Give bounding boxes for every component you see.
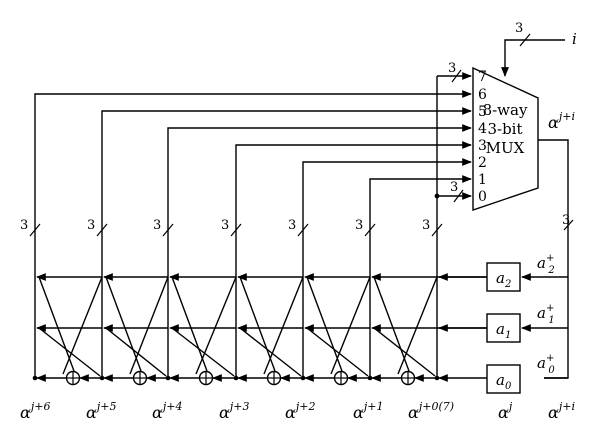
mux-label-line1: 8-way [483,101,528,119]
mux-shape [472,66,539,211]
register-a0-label: a0 [496,371,512,392]
bus-width-slash [230,223,242,237]
bus-line-5 [369,175,472,378]
bus-width-label: 3 [20,218,28,233]
mux-input-labels: 7 6 5 4 3 2 1 0 [478,69,487,205]
diag-wire [373,276,410,372]
diag-wire [171,276,208,372]
bottom-label: αj+i [548,400,575,422]
bus-width-label: 3 [355,218,363,233]
diag-wire [397,276,438,375]
mux-input-0: 0 [478,189,487,205]
bus-width-slash [364,223,376,237]
diag-wire [306,276,343,372]
mux-input-7: 7 [478,69,487,85]
bus-width-slash [162,223,174,237]
mux-select: 3 i [501,21,577,77]
mux-input-3: 3 [478,138,487,154]
mux-output-label: αj+i [548,110,575,132]
bottom-labels: αj+6 αj+5 αj+4 αj+3 αj+2 αj+1 αj+0(7) αj αj+i [20,400,575,422]
bus-width-label: 3 [87,218,95,233]
register-input-labels: a+2 a+1 a+0 [537,253,555,376]
bottom-label: αj+1 [353,400,383,422]
diag-wire [330,276,371,375]
a1-plus-label: a+1 [537,303,555,326]
register-a1-label: a1 [496,320,511,341]
bus-width-slash [29,223,41,237]
diag-wire [306,327,369,377]
bus-width-label: 3 [288,218,296,233]
bus-line-4 [302,158,472,378]
mux-input-2: 2 [478,155,487,171]
bottom-label: αj+4 [152,400,182,422]
bus-line-0 [34,90,472,378]
mux-block: 8-way 3-bit MUX [472,66,539,211]
select-width-label: 3 [515,21,523,36]
bus-lines: 3 3 3 3 3 3 3 [20,76,472,378]
bus-width-label: 3 [153,218,161,233]
bus-line-3 [235,141,472,378]
bottom-label: αj+6 [20,400,50,422]
mux-label-line3: MUX [486,139,525,157]
register-a2-label: a2 [496,269,511,290]
diag-wire [239,276,276,372]
mux-label-line2: 3-bit [487,120,522,138]
a0-plus-label: a+0 [537,353,555,376]
bus-width-label: 3 [221,218,229,233]
mux-input-5: 5 [478,104,487,120]
bus-line-2 [167,124,472,378]
diag-wire [239,327,302,377]
register-a0 [486,364,521,394]
bottom-label: αj+5 [86,400,116,422]
bottom-label: αj+2 [285,400,315,422]
select-label: i [572,30,577,48]
bus-width-slash [96,223,108,237]
mux-input-1: 1 [478,172,487,188]
registers: a2 a1 a0 [486,262,521,394]
bottom-label: αj+3 [219,400,249,422]
bottom-label: αj [498,400,513,422]
mux-output-width: 3 [562,213,570,228]
svg-text:3: 3 [450,180,458,195]
mux-input-0-line: 3 [434,180,472,203]
diag-wire [129,276,169,375]
diag-wire [105,327,167,377]
svg-text:3: 3 [422,218,430,233]
mux-input-6: 6 [478,87,487,103]
mux-input-4: 4 [478,121,487,137]
diag-wire [38,276,75,372]
bottom-label: αj+0(7) [408,400,454,422]
register-a2 [486,262,521,292]
diag-wire [105,276,142,372]
a2-plus-label: a+2 [537,253,555,276]
diag-wire [263,276,304,375]
diag-wire [171,327,235,377]
register-input-lines [521,273,568,379]
diag-wire [195,276,237,375]
mux-input-7-line: 3 [437,61,472,83]
diag-wire [62,276,103,375]
bus-line-1 [101,107,472,378]
register-a1 [486,313,521,343]
diag-wire [373,327,436,377]
cross-wiring [32,273,487,386]
bus-width-slash [297,223,309,237]
diag-wire [38,327,101,377]
svg-text:3: 3 [448,61,456,76]
